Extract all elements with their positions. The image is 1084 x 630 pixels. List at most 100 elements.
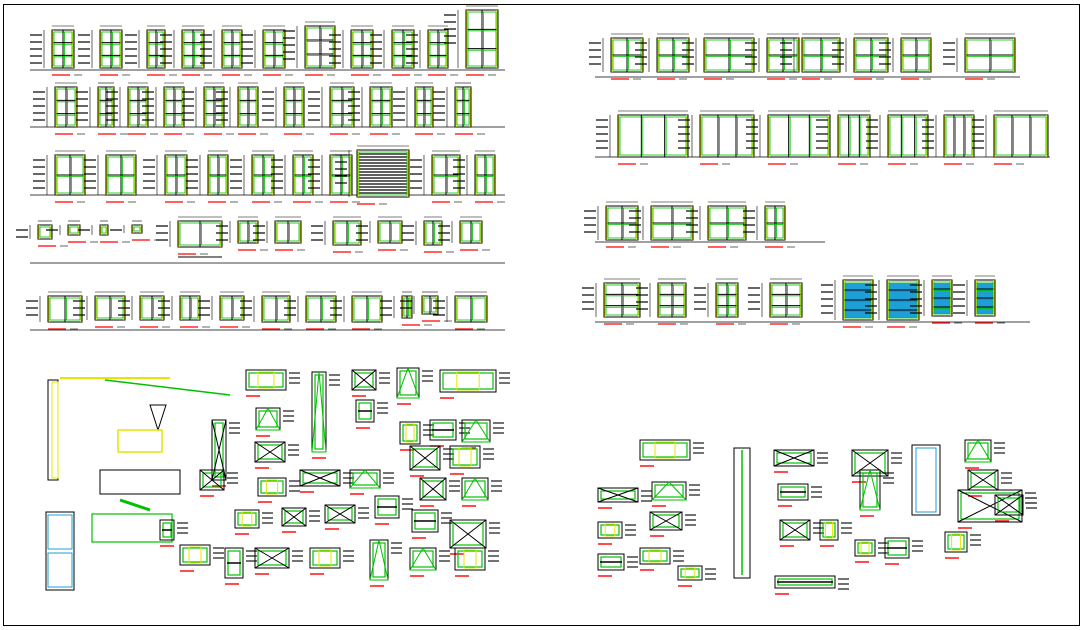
section-detail <box>650 481 700 507</box>
elevation-drawing <box>879 33 932 80</box>
section-detail <box>411 509 452 539</box>
elevation-drawing <box>694 278 746 325</box>
section-detail <box>649 511 696 537</box>
section-detail <box>854 539 889 563</box>
elevation-drawing <box>216 216 268 251</box>
elevation-drawing <box>110 220 162 241</box>
section-detail <box>777 483 822 507</box>
section-detail <box>454 547 499 577</box>
section-detail <box>159 519 188 547</box>
elevation-drawing <box>370 25 422 76</box>
section-detail <box>884 537 923 565</box>
right-section-details-panel <box>597 439 1037 595</box>
section-detail <box>964 439 1005 469</box>
elevation-drawing <box>78 25 130 76</box>
elevation-drawing <box>230 150 282 203</box>
elevation-drawing <box>33 150 86 203</box>
section-detail <box>369 539 402 587</box>
elevation-drawing <box>30 25 82 76</box>
elevation-drawing <box>922 110 975 165</box>
elevation-drawing <box>748 278 803 325</box>
left-elevation-panel <box>16 5 505 331</box>
section-detail <box>254 441 299 469</box>
elevation-drawing <box>444 5 499 76</box>
section-detail <box>281 507 320 533</box>
section-detail <box>461 477 502 507</box>
elevation-drawing <box>308 150 360 203</box>
elevation-drawing <box>142 82 194 135</box>
elevation-drawing <box>453 150 505 203</box>
elevation-drawing <box>283 21 336 76</box>
elevation-drawing <box>953 275 1005 324</box>
elevation-drawing <box>160 25 212 76</box>
section-detail <box>774 575 849 595</box>
section-detail <box>309 547 354 575</box>
section-detail <box>944 531 981 559</box>
section-detail <box>399 421 434 451</box>
elevation-drawing <box>143 150 195 203</box>
elevation-drawing <box>262 82 314 135</box>
section-detail <box>348 469 394 495</box>
left-section-details-panel <box>45 366 510 591</box>
elevation-drawing <box>589 33 644 80</box>
elevation-drawing <box>46 220 98 243</box>
elevation-drawing <box>582 278 641 325</box>
elevation-drawing <box>33 82 85 135</box>
section-detail <box>773 449 828 473</box>
elevation-drawing <box>216 82 268 135</box>
elevation-drawing <box>743 201 795 248</box>
elevation-drawing <box>356 216 408 251</box>
elevation-drawing <box>972 110 1049 165</box>
elevation-drawing <box>26 291 83 330</box>
elevation-drawing <box>311 216 363 253</box>
elevation-drawing <box>335 145 410 205</box>
section-detail <box>396 366 433 405</box>
right-elevation-panel <box>582 33 1050 328</box>
elevation-drawing <box>678 110 755 165</box>
elevation-drawing <box>780 33 841 80</box>
section-detail <box>245 369 300 397</box>
elevation-drawing <box>816 110 871 165</box>
section-detail <box>409 445 454 477</box>
elevation-drawing <box>400 291 452 322</box>
section-detail <box>257 477 300 503</box>
section-detail <box>994 494 1037 522</box>
section-detail <box>957 489 1036 529</box>
section-detail <box>234 509 273 535</box>
elevation-drawing <box>158 291 210 328</box>
elevation-drawing <box>308 82 360 135</box>
elevation-drawing <box>330 291 383 330</box>
elevation-drawing <box>402 216 454 253</box>
section-detail <box>299 469 354 493</box>
elevation-drawing <box>348 82 400 135</box>
section-detail <box>439 369 510 399</box>
elevation-drawing <box>406 25 458 76</box>
elevation-drawing <box>866 110 929 165</box>
section-detail <box>597 553 638 577</box>
section-detail <box>461 419 504 449</box>
elevation-drawing <box>118 291 170 328</box>
elevation-drawing <box>253 216 305 251</box>
elevation-drawing <box>635 33 690 80</box>
section-detail <box>449 519 500 555</box>
elevation-drawing <box>241 25 293 76</box>
elevation-drawing <box>832 33 889 80</box>
section-detail <box>374 495 413 525</box>
section-detail <box>597 487 652 509</box>
elevation-drawing <box>596 110 689 165</box>
section-detail <box>324 504 369 530</box>
elevation-drawing <box>433 82 485 135</box>
elevation-drawing <box>393 82 445 135</box>
section-detail <box>224 547 257 585</box>
elevation-drawing <box>636 278 688 325</box>
elevation-drawing <box>240 291 292 330</box>
section-detail <box>639 547 684 571</box>
elevation-drawing <box>182 82 234 135</box>
section-detail <box>409 547 450 577</box>
elevation-drawing <box>186 150 238 203</box>
elevation-drawing <box>433 291 488 330</box>
elevation-drawing <box>629 201 694 248</box>
elevation-drawing <box>329 25 381 76</box>
elevation-drawing <box>682 33 755 80</box>
elevation-drawing <box>821 275 874 328</box>
